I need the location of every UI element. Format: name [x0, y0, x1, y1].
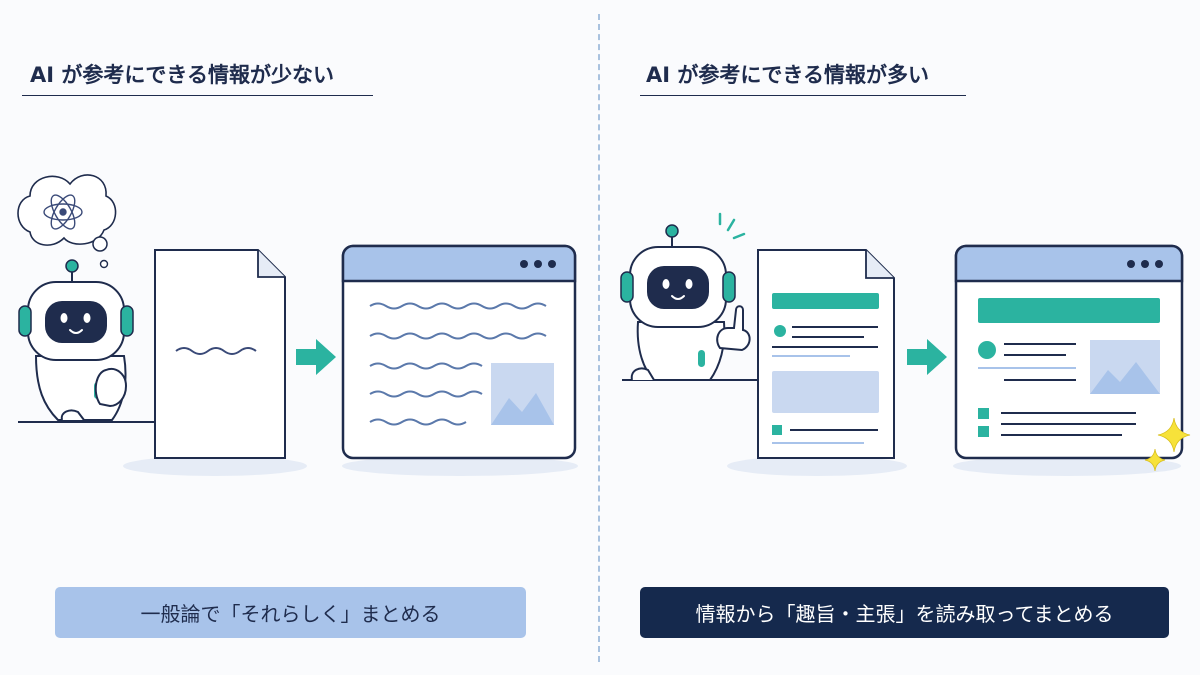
structured-document-icon [757, 249, 895, 459]
robot-thinking [18, 259, 134, 421]
document-shadow [123, 456, 307, 476]
generic-webpage-icon [341, 244, 577, 460]
left-caption: 一般論で「それらしく」まとめる [55, 587, 526, 638]
document-shadow [727, 456, 907, 476]
right-caption: 情報から「趣旨・主張」を読み取ってまとめる [640, 587, 1169, 638]
robot-pointing [620, 212, 751, 381]
blank-document-icon [154, 249, 286, 459]
webpage-shadow [342, 456, 578, 476]
webpage-shadow [953, 456, 1181, 476]
thought-bubble-atom-icon [17, 174, 117, 269]
left-panel: AI が参考にできる情報が少ない [0, 0, 598, 675]
left-scene [17, 174, 578, 476]
sparkle-icon [1144, 417, 1191, 472]
arrow-right-icon [907, 339, 947, 375]
arrow-right-icon [296, 339, 336, 375]
center-divider [598, 14, 600, 662]
right-panel: AI が参考にできる情報が多い [602, 0, 1200, 675]
structured-webpage-icon [954, 244, 1184, 460]
left-heading: AI が参考にできる情報が少ない [22, 58, 373, 96]
right-heading: AI が参考にできる情報が多い [640, 58, 966, 96]
right-scene [620, 212, 1191, 476]
idea-marks [718, 212, 746, 240]
